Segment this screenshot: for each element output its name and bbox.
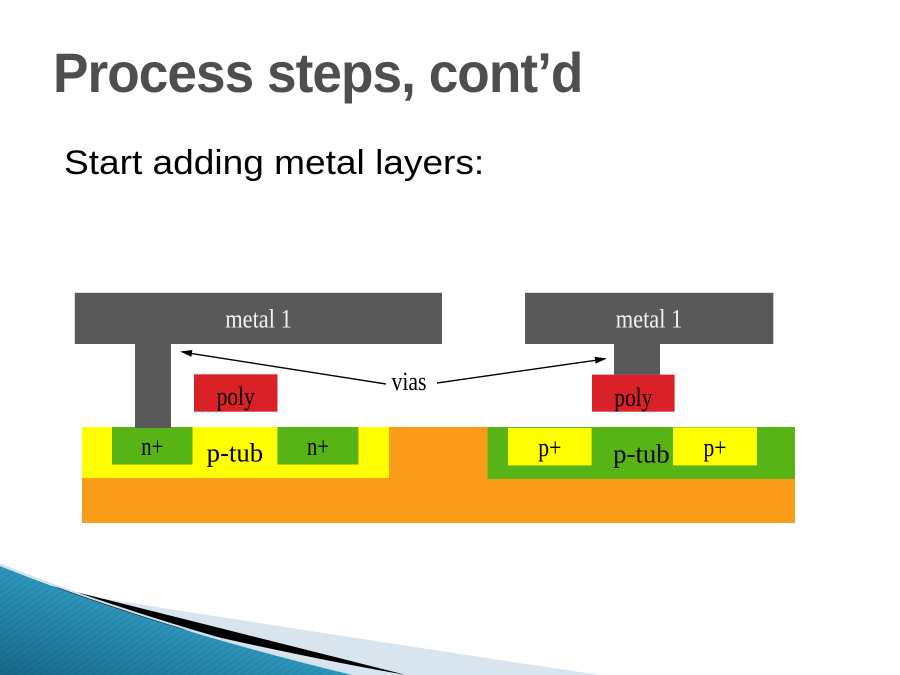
svg-text:n+: n+ [307,432,329,461]
svg-text:poly: poly [614,383,652,412]
svg-text:p+: p+ [704,433,727,462]
svg-text:n+: n+ [141,432,163,461]
svg-text:p-tub: p-tub [207,439,264,468]
svg-text:poly: poly [217,382,255,411]
svg-text:metal 1: metal 1 [225,305,292,334]
svg-text:p-tub: p-tub [613,440,670,469]
svg-text:metal 1: metal 1 [616,305,683,334]
svg-text:p+: p+ [538,433,561,462]
svg-text:vias: vias [392,367,427,396]
